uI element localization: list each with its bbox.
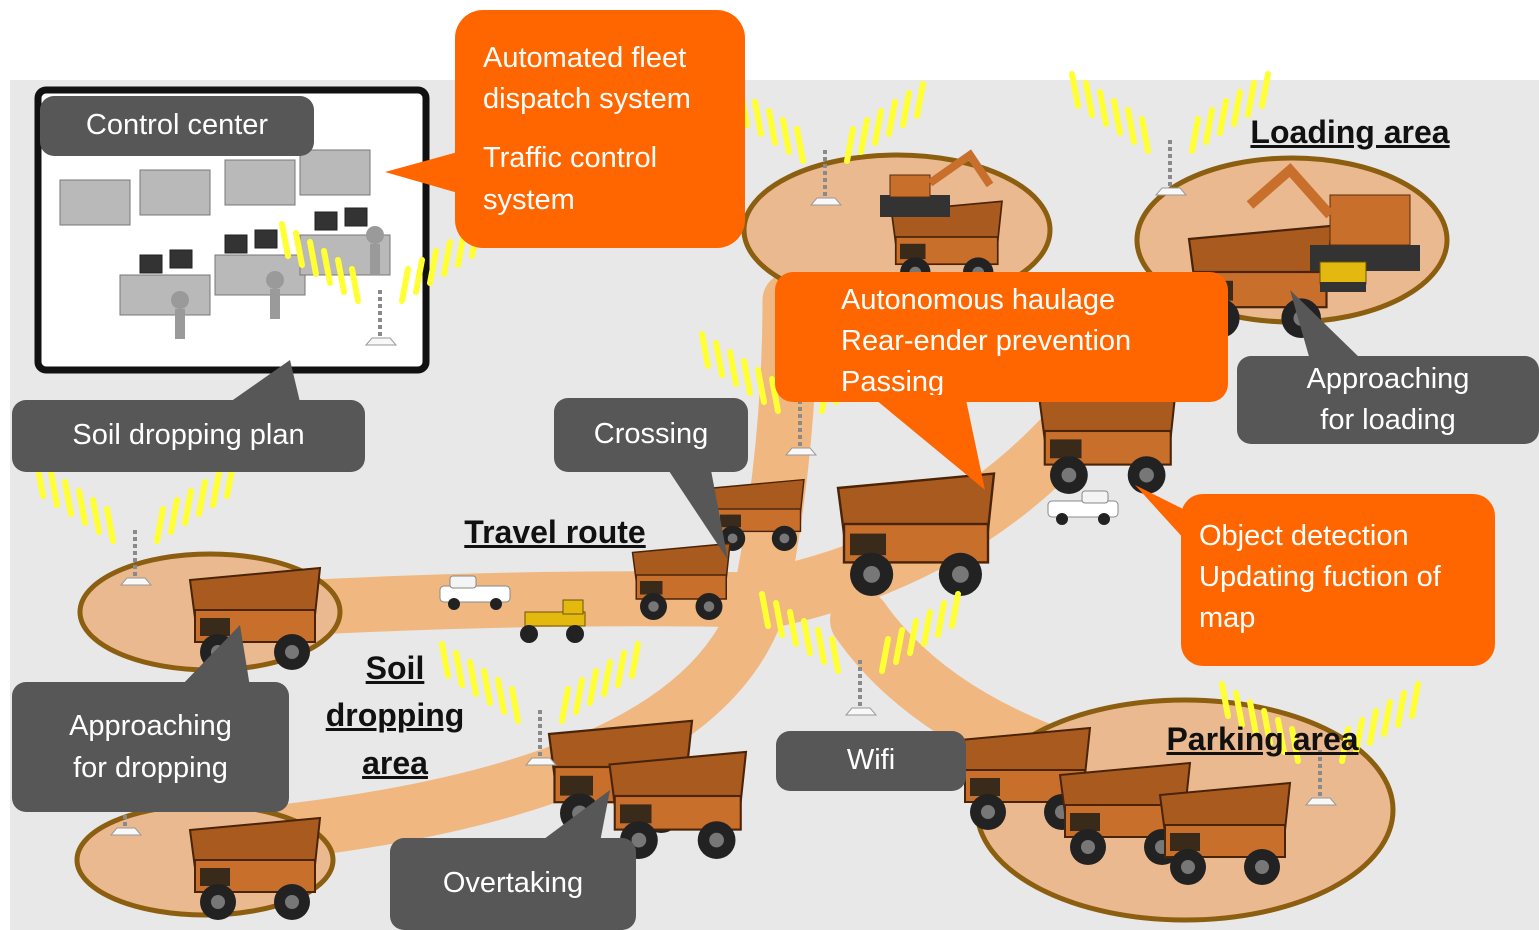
travel-route-label: Travel route — [464, 514, 646, 550]
approaching-loading-line-1: Approaching — [1306, 363, 1470, 396]
wifi-callout: Wifi — [776, 731, 966, 791]
grader-icon — [520, 599, 586, 643]
soil-dropping-line-2: dropping — [325, 697, 465, 734]
approaching-loading-pointer — [1290, 290, 1362, 360]
loading-area-label: Loading area — [1250, 114, 1450, 150]
object-detection-line-2: Updating fuction of map — [1199, 561, 1441, 635]
object-detection-callout: Object detection Updating fuction of map — [1181, 494, 1495, 666]
approaching-loading-callout: Approaching for loading — [1237, 356, 1539, 444]
wifi-antenna-icon — [1069, 71, 1271, 196]
soil-dropping-plan-pointer — [230, 360, 300, 402]
object-detection-pointer — [1135, 485, 1195, 540]
object-detection-line-1: Object detection — [1199, 520, 1409, 552]
pickup-truck-icon — [439, 575, 511, 610]
approaching-dropping-line-2: for dropping — [73, 752, 228, 784]
haul-truck-icon — [188, 816, 322, 920]
excavator-icon — [880, 149, 994, 217]
approaching-dropping-line-1: Approaching — [69, 709, 232, 742]
soil-dropping-area-label: Soil dropping area — [300, 645, 490, 787]
overtaking-callout: Overtaking — [390, 838, 636, 930]
control-center-screen — [34, 86, 430, 374]
autonomous-line-2: Rear-ender prevention — [841, 325, 1132, 358]
fleet-dispatch-callout: Automated fleet dispatch system Traffic … — [455, 10, 745, 248]
approaching-loading-line-2: for loading — [1320, 404, 1456, 436]
wifi-antenna-icon — [759, 591, 961, 716]
control-center-label: Control center — [40, 96, 314, 156]
overtaking-pointer — [540, 790, 610, 842]
fleet-dispatch-pointer — [385, 150, 465, 195]
wifi-antenna-icon — [1219, 681, 1421, 806]
pickup-truck-icon — [1047, 490, 1119, 525]
wifi-antenna-icon — [34, 461, 236, 586]
crossing-callout: Crossing — [554, 398, 748, 472]
haul-truck-icon — [608, 750, 748, 859]
approaching-dropping-pointer — [180, 625, 250, 687]
autonomous-line-3: Passing — [841, 366, 945, 399]
wifi-antenna-icon — [439, 641, 641, 766]
soil-dropping-line-3: area — [362, 744, 428, 781]
autonomous-line-1: Autonomous haulage — [841, 284, 1116, 316]
haul-truck-icon — [836, 472, 996, 596]
fleet-dispatch-text: Automated fleet dispatch system — [483, 42, 691, 116]
parking-area-label: Parking area — [1166, 721, 1359, 757]
haul-truck-icon — [631, 542, 731, 620]
bulldozer-icon — [1319, 261, 1367, 292]
autonomous-haulage-callout: Autonomous haulage Rear-ender prevention… — [775, 272, 1228, 402]
soil-dropping-line-1: Soil — [365, 650, 425, 686]
light-vehicles — [439, 149, 1420, 643]
approaching-dropping-callout: Approaching for dropping — [12, 682, 289, 812]
autonomous-pointer — [870, 395, 985, 490]
traffic-control-text: Traffic control system — [483, 142, 658, 216]
crossing-pointer — [665, 465, 728, 560]
soil-dropping-plan-callout: Soil dropping plan — [12, 400, 365, 472]
haul-truck-icon — [1158, 781, 1292, 885]
